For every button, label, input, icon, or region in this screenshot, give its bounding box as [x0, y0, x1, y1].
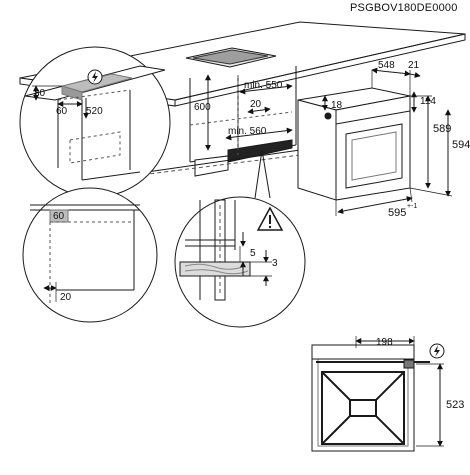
document-code: PSGBOV180DE0000 — [350, 2, 458, 14]
label-dim-3: 3 — [272, 258, 278, 269]
gap-circle-detail — [174, 196, 306, 328]
label-dim-523: 523 — [446, 399, 464, 411]
fan-center — [349, 399, 377, 417]
label-dim-18: 18 — [331, 100, 343, 111]
label-dim-548: 548 — [378, 60, 395, 71]
label-dim-80: 80 — [34, 88, 46, 99]
label-dim-20-corner: 20 — [60, 292, 72, 303]
label-dim-198: 198 — [376, 337, 393, 348]
front-view — [311, 336, 444, 452]
label-dim-595-tolerance: +-1 — [407, 203, 417, 210]
shelf-wood — [179, 261, 251, 277]
electric-bolt-icon — [429, 343, 445, 359]
label-dim-114: 114 — [420, 96, 436, 107]
oven-window — [345, 123, 403, 189]
oven-front — [335, 95, 411, 201]
label-dim-600: 600 — [194, 102, 211, 113]
label-dim-60-left: 60 — [56, 106, 68, 117]
oven-view — [297, 67, 453, 216]
electric-bolt-icon — [87, 69, 103, 85]
label-min-550: min. 550 — [244, 80, 283, 91]
label-dim-5: 5 — [250, 248, 256, 259]
label-dim-589: 589 — [433, 123, 451, 135]
label-dim-595: 595 — [388, 207, 406, 219]
label-dim-60-corner: 60 — [53, 211, 65, 222]
warning-triangle-icon — [256, 206, 284, 231]
label-dim-520: 520 — [86, 106, 103, 117]
label-min-560: min. 560 — [228, 126, 267, 137]
label-dim-594: 594 — [452, 139, 470, 151]
label-dim-20-cabinet: 20 — [250, 99, 262, 110]
corner-circle-detail — [22, 187, 158, 323]
label-dim-21: 21 — [408, 60, 420, 71]
